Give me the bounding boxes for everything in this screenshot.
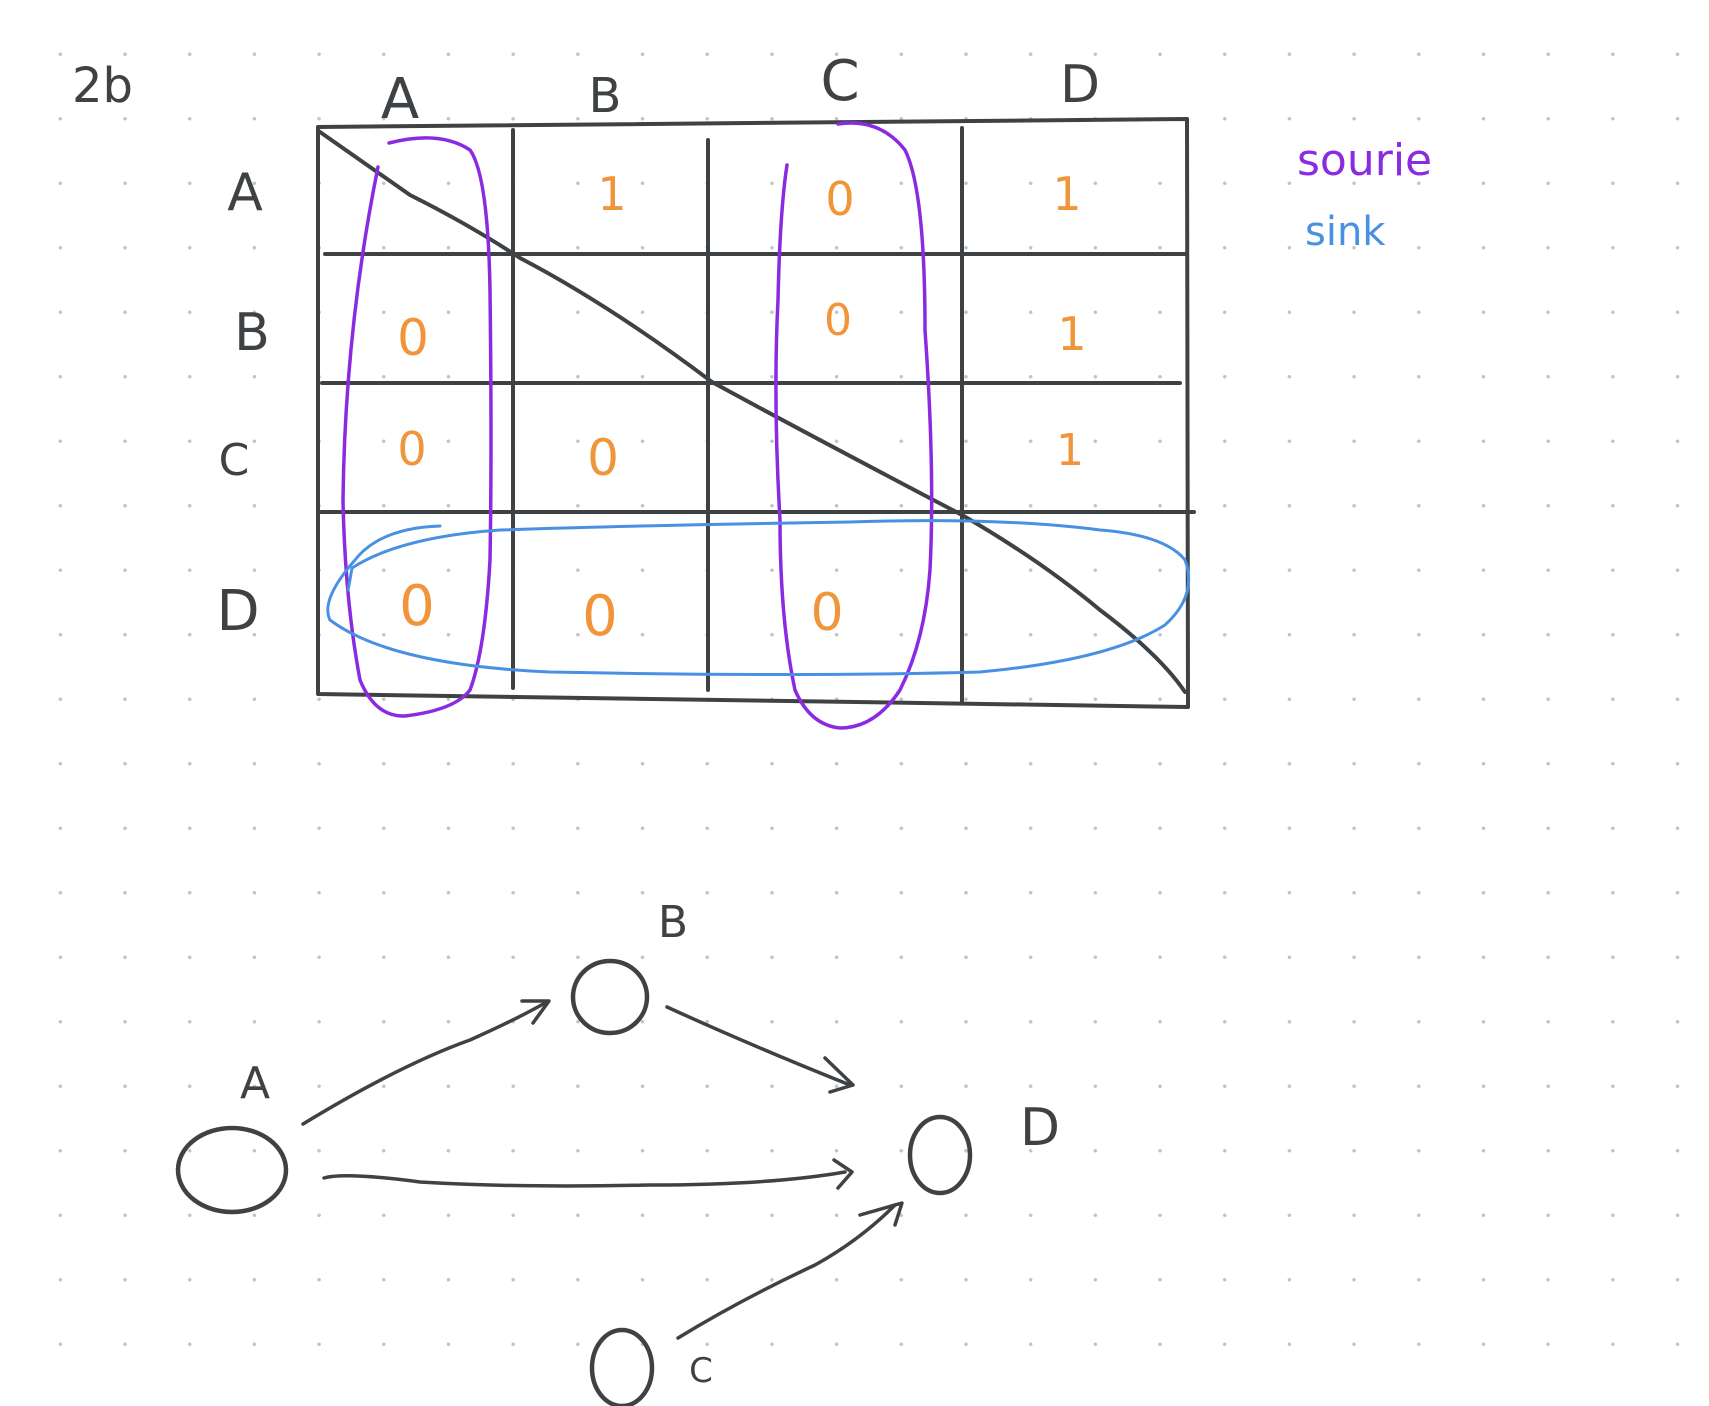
row-headers: A B C D xyxy=(216,163,269,644)
cell-a-d: 1 xyxy=(1052,167,1081,221)
cell-b-a: 0 xyxy=(397,309,429,367)
legend-source-label: sourie xyxy=(1297,135,1432,186)
page-label: 2b xyxy=(72,58,133,114)
cell-b-c: 0 xyxy=(824,295,852,346)
edge-a-b xyxy=(301,999,551,1126)
legend-sink-label: sink xyxy=(1305,209,1386,255)
node-label-c: C xyxy=(689,1351,713,1391)
row-header-d: D xyxy=(216,579,259,644)
node-label-d: D xyxy=(1020,1098,1060,1158)
node-label-b: B xyxy=(658,897,688,948)
col-header-d: D xyxy=(1060,55,1100,115)
cell-c-a: 0 xyxy=(397,422,426,476)
row-header-b: B xyxy=(234,303,270,363)
node-d xyxy=(907,1114,973,1196)
row-header-a: A xyxy=(227,163,263,223)
sink-loop-row-d xyxy=(326,519,1191,676)
cell-a-c: 0 xyxy=(825,172,854,226)
legend: sourie sink xyxy=(1297,135,1432,255)
row-header-c: C xyxy=(219,435,250,486)
cell-a-b: 1 xyxy=(597,167,626,221)
directed-graph: A B C D xyxy=(175,897,1060,1406)
cell-b-d: 1 xyxy=(1057,307,1086,361)
column-headers: A B C D xyxy=(381,49,1100,132)
matrix-border xyxy=(316,117,1190,709)
source-highlights xyxy=(341,121,934,730)
node-a xyxy=(175,1125,289,1215)
cell-c-b: 0 xyxy=(587,429,619,487)
cell-d-a: 0 xyxy=(399,574,435,639)
col-header-b: B xyxy=(589,68,622,124)
cell-d-b: 0 xyxy=(582,584,618,649)
col-header-c: C xyxy=(820,49,859,114)
adjacency-matrix xyxy=(316,117,1196,709)
cell-d-c: 0 xyxy=(810,583,843,643)
node-c xyxy=(589,1327,655,1406)
source-loop-col-c xyxy=(774,121,934,730)
edge-a-d xyxy=(322,1158,854,1190)
cell-c-d: 1 xyxy=(1056,425,1084,476)
edge-c-d xyxy=(676,1201,904,1340)
node-label-a: A xyxy=(240,1058,270,1109)
node-b xyxy=(570,958,650,1036)
col-header-a: A xyxy=(381,67,419,132)
source-loop-col-a xyxy=(341,136,493,718)
matrix-cells: 1 0 1 0 0 1 0 0 1 0 0 0 xyxy=(397,167,1087,649)
matrix-diagonal xyxy=(318,130,1187,694)
edge-b-d xyxy=(665,1005,855,1094)
